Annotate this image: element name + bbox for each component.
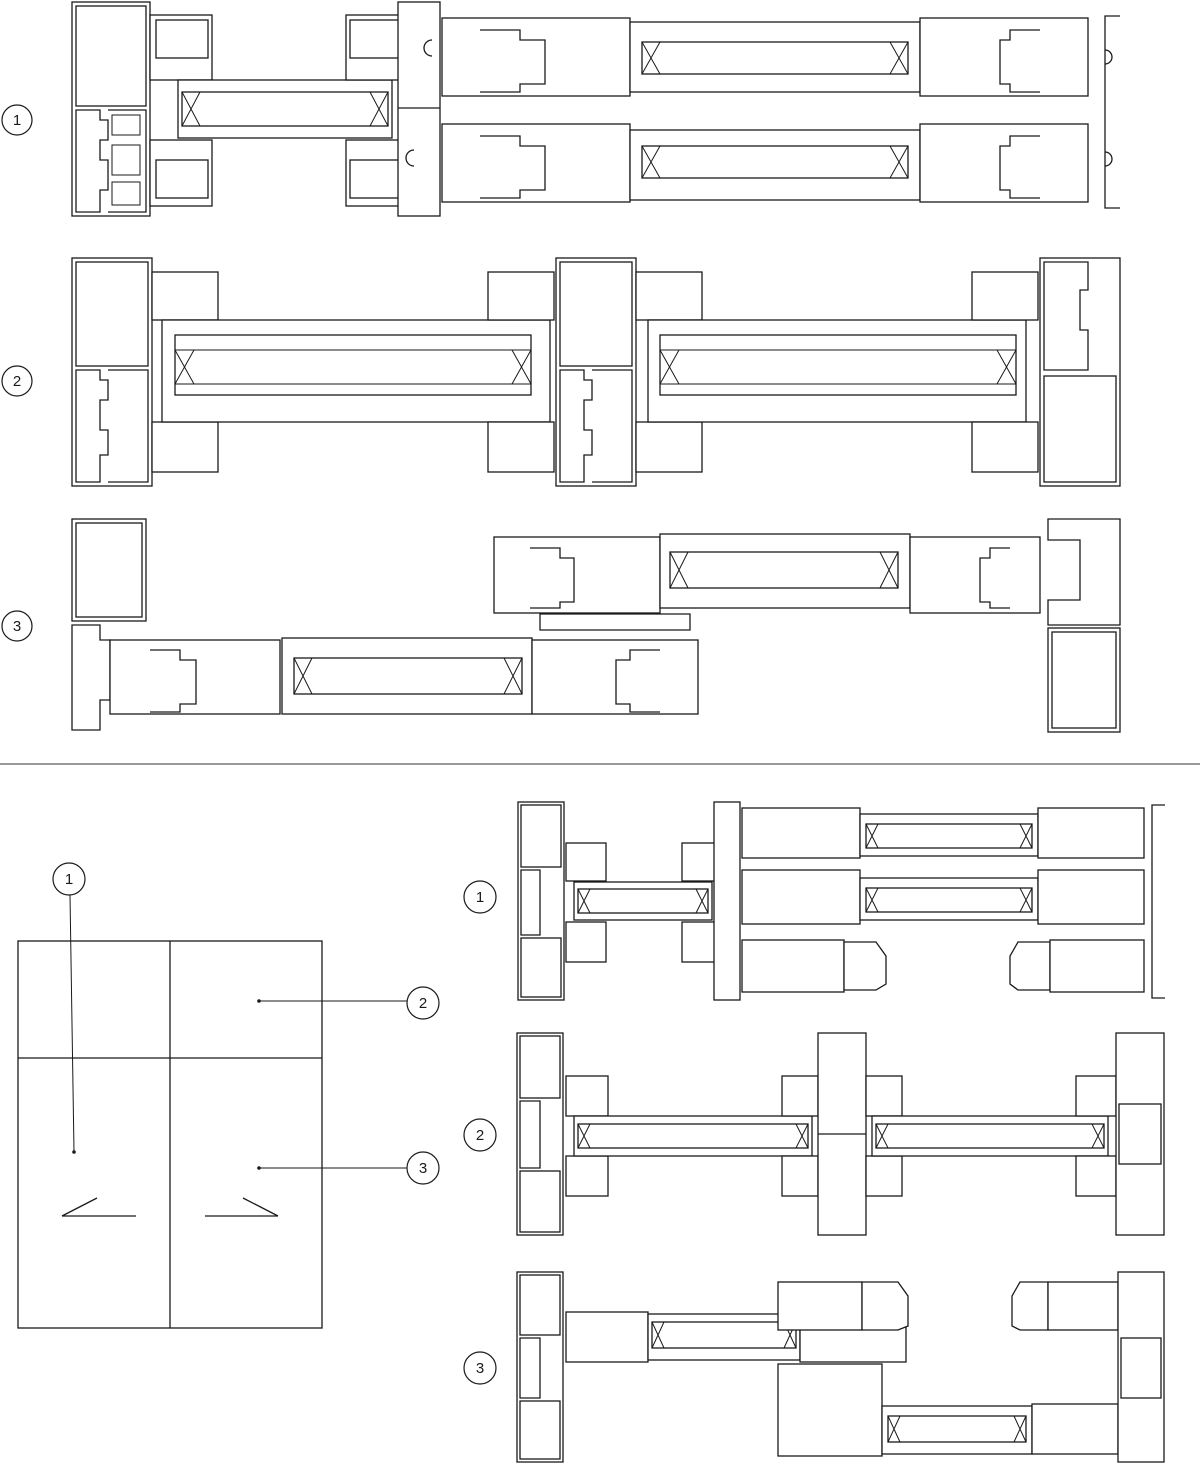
section-detail-bottom-2 [516, 1032, 1165, 1236]
callout-label: 1 [13, 112, 21, 129]
callout-elevation-3: 3 [406, 1151, 440, 1185]
callout-top-3: 3 [1, 610, 33, 642]
callout-bottom-1: 1 [463, 880, 497, 914]
callout-bottom-2: 2 [463, 1118, 497, 1152]
callout-label: 1 [476, 889, 484, 906]
callout-top-2: 2 [1, 365, 33, 397]
callout-label: 3 [419, 1160, 427, 1177]
callout-label: 1 [65, 871, 73, 888]
callout-bottom-3: 3 [463, 1351, 497, 1385]
section-detail-bottom-1 [517, 801, 1165, 1001]
opening-indicator-left [61, 1197, 136, 1217]
section-detail-1 [71, 1, 1120, 217]
callout-label: 3 [13, 618, 21, 635]
callout-elevation-2: 2 [406, 986, 440, 1020]
section-detail-bottom-3 [516, 1271, 1165, 1463]
callout-label: 2 [476, 1127, 484, 1144]
section-detail-2 [71, 257, 1121, 487]
callout-top-1: 1 [1, 104, 33, 136]
door-elevation [17, 894, 407, 1329]
section-detail-3 [71, 518, 1121, 733]
opening-indicator-right [205, 1197, 279, 1217]
callout-elevation-1: 1 [52, 862, 86, 896]
callout-label: 2 [13, 373, 21, 390]
callout-label: 3 [476, 1360, 484, 1377]
callout-label: 2 [419, 995, 427, 1012]
